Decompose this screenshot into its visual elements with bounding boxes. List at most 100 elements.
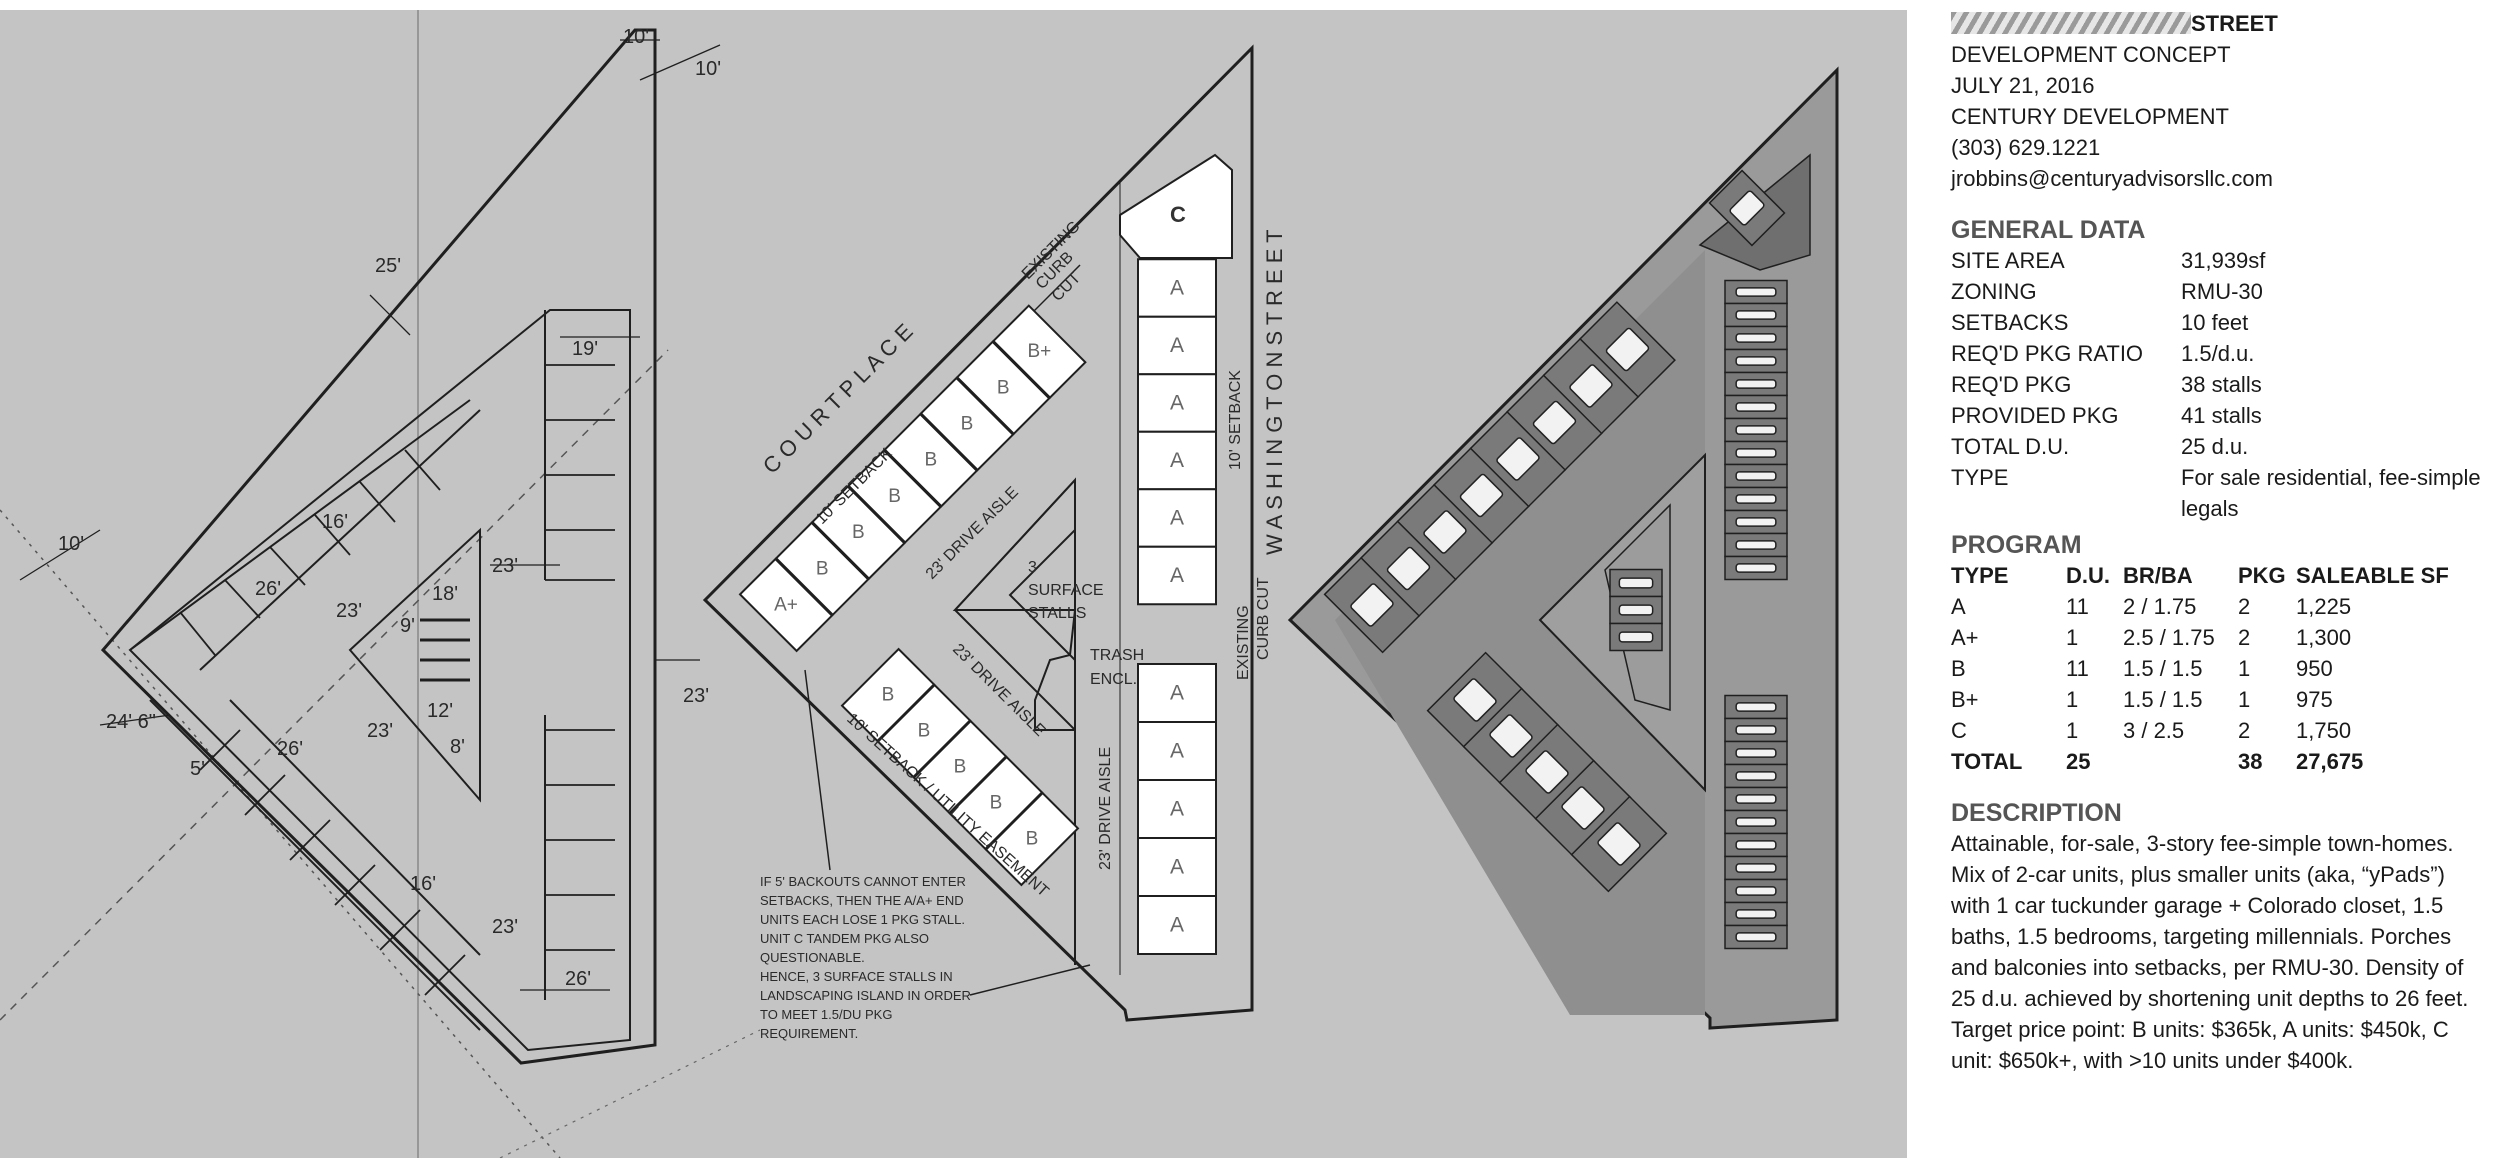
dim-label: 26' xyxy=(565,968,591,990)
general-data-key: REQ'D PKG RATIO xyxy=(1951,341,2144,366)
program-cell: C xyxy=(1951,718,1967,743)
unit-outline xyxy=(1137,258,1217,318)
plan-3-roofs xyxy=(1323,169,1788,950)
stall-row-nw-outer xyxy=(129,399,471,651)
unit-roof xyxy=(1724,325,1788,351)
unit-type-label: A xyxy=(1170,914,1184,937)
stalls-east xyxy=(545,364,615,951)
program-header: BR/BA xyxy=(2123,563,2193,588)
gridline-diagonal xyxy=(0,349,669,1021)
unit-outline xyxy=(1137,721,1217,781)
program-total-cell: TOTAL xyxy=(1951,749,2023,774)
unit-roof xyxy=(1724,394,1788,420)
unit-type-label: A xyxy=(1170,334,1184,357)
general-data-title: GENERAL DATA xyxy=(1951,216,2146,244)
note-leader xyxy=(804,669,831,871)
unit-roof xyxy=(1724,694,1788,720)
townhome-unit: A xyxy=(1137,779,1217,839)
label-surface-stalls: SURFACE xyxy=(1028,582,1104,599)
unit-roof xyxy=(1609,595,1663,625)
dim-label: 10' xyxy=(623,26,649,48)
unit-type-label: A xyxy=(1170,798,1184,821)
unit-roof xyxy=(1724,555,1788,581)
note-line: TO MEET 1.5/DU PKG xyxy=(760,1007,892,1022)
program-cell: B xyxy=(1951,656,1966,681)
program-header: SALEABLE SF xyxy=(2296,563,2449,588)
townhome-unit: B xyxy=(955,340,1051,436)
general-data-value: 38 stalls xyxy=(2181,372,2262,397)
general-data-key: SITE AREA xyxy=(1951,248,2065,273)
header-line: CENTURY DEVELOPMENT xyxy=(1951,104,2229,129)
program-cell: 1 xyxy=(2066,687,2079,712)
note-line: QUESTIONABLE. xyxy=(760,950,865,965)
compact-stalls xyxy=(420,618,470,682)
townhome-unit: A xyxy=(1137,488,1217,548)
dim-label: 16' xyxy=(410,873,436,895)
program-header: PKG xyxy=(2238,563,2286,588)
program-cell: 1.5 / 1.5 xyxy=(2123,687,2203,712)
unit-type-label: B xyxy=(924,450,937,471)
stall-row-sw-inner xyxy=(229,699,481,956)
unit-outline xyxy=(955,340,1051,436)
label-drive-aisle: 23' DRIVE AISLE xyxy=(1097,747,1114,870)
note-line: LANDSCAPING ISLAND IN ORDER xyxy=(760,988,971,1003)
note-line: REQUIREMENT. xyxy=(760,1026,858,1041)
program-total-cell: 38 xyxy=(2238,749,2263,774)
unit-type-label: B xyxy=(882,685,895,706)
note-line: IF 5' BACKOUTS CANNOT ENTER xyxy=(760,874,966,889)
unit-roof xyxy=(1724,740,1788,766)
general-data-value: 10 feet xyxy=(2181,310,2249,335)
note-line: UNITS EACH LOSE 1 PKG STALL. xyxy=(760,912,965,927)
program-header: TYPE xyxy=(1951,563,2009,588)
dim-label: 8' xyxy=(450,736,465,758)
unit-roof xyxy=(1724,717,1788,743)
program-total-cell: 25 xyxy=(2066,749,2091,774)
unit-outline xyxy=(1119,153,1233,259)
general-data-key: REQ'D PKG xyxy=(1951,372,2072,397)
label-curb-cut-east: CURB CUT xyxy=(1255,577,1272,660)
project-info-panel: STREET DEVELOPMENT CONCEPT JULY 21, 2016… xyxy=(1951,8,2486,1076)
dim-label: 25' xyxy=(375,255,401,277)
plan-1-parking-layout xyxy=(0,10,761,1158)
dim-label: 12' xyxy=(427,700,453,722)
label-setback-east: 10' SETBACK xyxy=(1227,370,1244,470)
program-cell: 11 xyxy=(2066,656,2089,681)
unit-type-label: B xyxy=(954,757,967,778)
note-line: UNIT C TANDEM PKG ALSO xyxy=(760,931,929,946)
dim-label: 16' xyxy=(322,511,348,533)
street-washington: W A S H I N G T O N S T R E E T xyxy=(1262,229,1287,555)
program-title: PROGRAM xyxy=(1951,531,2082,559)
unit-roof xyxy=(1542,337,1640,435)
unit-outline xyxy=(811,485,906,580)
unit-roof xyxy=(1724,786,1788,812)
program-cell: 1,750 xyxy=(2296,718,2352,743)
townhome-unit: A xyxy=(1137,837,1217,897)
stalls-sw xyxy=(199,729,466,996)
unit-type-label: B xyxy=(997,377,1010,398)
stalls-nw xyxy=(179,449,441,656)
townhome-unit: A xyxy=(1137,315,1217,376)
program-header: D.U. xyxy=(2066,563,2110,588)
stall-row-sw-outer xyxy=(149,699,481,1031)
dim-label: 5' xyxy=(190,758,205,780)
unit-roof xyxy=(1724,855,1788,881)
program-cell: 2.5 / 1.75 xyxy=(2123,625,2215,650)
site-plans-panel: 10' 10' 25' 19' 10' 16' 23' 26' 18' 23' … xyxy=(0,10,1907,1158)
general-data-value: 1.5/d.u. xyxy=(2181,341,2255,366)
program-cell: A+ xyxy=(1951,625,1979,650)
dim-label: 24' 6" xyxy=(106,711,156,733)
unit-type-label: B xyxy=(918,721,931,742)
unit-type-label: A xyxy=(1170,564,1184,587)
site-plans-svg: 10' 10' 25' 19' 10' 16' 23' 26' 18' 23' … xyxy=(0,10,1839,1158)
unit-type-label: B xyxy=(990,793,1003,814)
unit-outline xyxy=(847,449,942,544)
program-cell: 1,225 xyxy=(2296,594,2352,619)
unit-type-label: A xyxy=(1170,449,1184,472)
unit-outline xyxy=(1137,430,1217,491)
unit-outline xyxy=(1137,895,1217,955)
general-data-value: For sale residential, fee-simple legals xyxy=(2181,465,2481,521)
unit-roof xyxy=(1579,301,1676,398)
dimension-lines xyxy=(19,39,721,991)
unit-roof xyxy=(1724,279,1788,305)
